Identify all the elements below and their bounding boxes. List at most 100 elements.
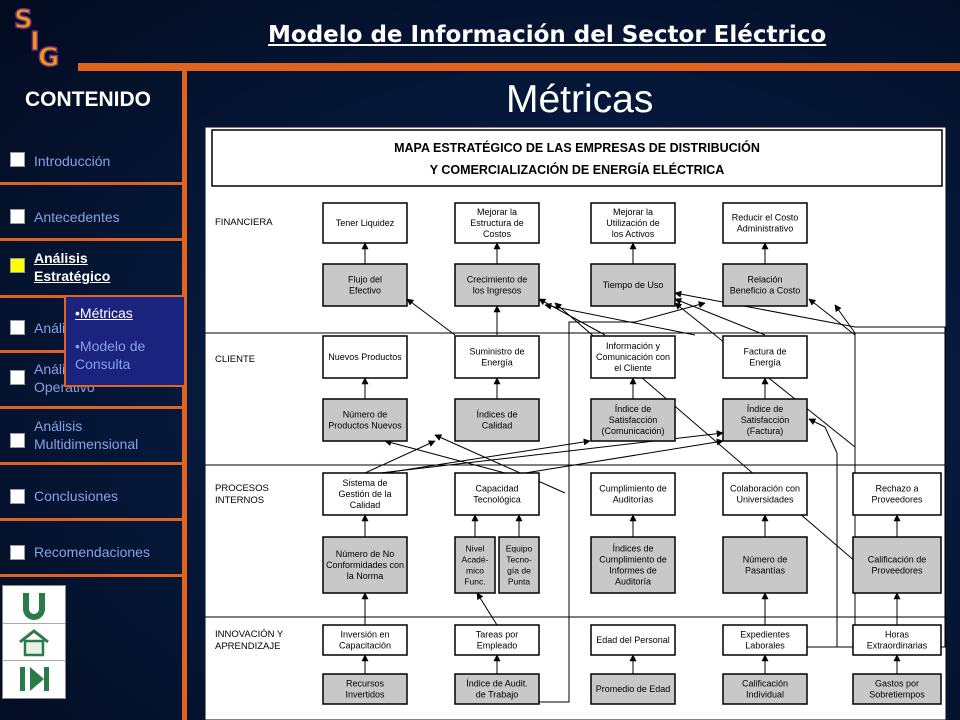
sidebar-divider: [182, 71, 187, 720]
box-rect: [722, 263, 808, 307]
checkbox-icon: [10, 545, 25, 560]
page-title: Métricas: [506, 78, 654, 121]
menu-separator: [0, 518, 182, 521]
diagram-box-indice-audit-trabajo: Índice de Audit.de Trabajo: [454, 673, 540, 705]
logo-letter-i: I: [30, 27, 40, 57]
box-rect: [322, 398, 408, 442]
sidebar-item-recomendaciones[interactable]: Recomendaciones: [0, 521, 182, 577]
diagram-box-promedio-edad: Promedio de Edad: [590, 673, 676, 705]
connector-route: [539, 301, 706, 703]
box-rect: [722, 335, 808, 379]
box-label: Tener Liquidez: [336, 218, 395, 228]
box-rect: [322, 624, 408, 656]
submenu-popup: •Métricas •Modelo de Consulta: [64, 295, 186, 387]
menu-separator: [0, 406, 182, 409]
back-button[interactable]: [3, 586, 65, 624]
box-rect: [322, 263, 408, 307]
header-rule: [78, 63, 960, 71]
box-rect: [722, 398, 808, 442]
sidebar-heading: CONTENIDO: [25, 88, 151, 111]
connector-arrow: [384, 439, 506, 474]
submenu-item-modelo-consulta[interactable]: •Modelo de Consulta: [75, 338, 146, 372]
connector-arrow: [434, 434, 566, 494]
end-icon: [20, 666, 49, 691]
perspective-financiera: FINANCIERA: [215, 217, 273, 228]
box-rect: [498, 536, 540, 594]
menu-separator: [0, 182, 182, 185]
sidebar-item-label: Conclusiones: [34, 488, 119, 504]
sidebar-item-analisis-multidimensional[interactable]: Análisis Multidimensional: [0, 409, 182, 465]
home-button[interactable]: [3, 623, 65, 661]
perspective-cliente: CLIENTE: [215, 354, 255, 365]
checkbox-icon: [10, 433, 25, 448]
box-rect: [590, 536, 676, 594]
box-rect: [722, 202, 808, 244]
sidebar-item-analisis-estrategico[interactable]: Análisis Estratégico: [0, 241, 182, 298]
box-label: Promedio de Edad: [596, 684, 671, 694]
menu-separator: [0, 574, 182, 577]
checkbox-icon: [10, 152, 25, 167]
sidebar-item-antecedentes[interactable]: Antecedentes: [0, 185, 182, 241]
box-rect: [454, 202, 540, 244]
sig-logo: S I G: [13, 4, 60, 70]
checkbox-icon: [10, 370, 25, 385]
box-rect: [590, 472, 676, 516]
box-rect: [454, 472, 540, 516]
sidebar-item-introduccion[interactable]: Introducción: [0, 128, 182, 185]
box-label: Tiempo de Uso: [603, 280, 664, 290]
box-rect: [322, 202, 408, 244]
connector-arrow: [406, 298, 456, 336]
box-rect: [852, 472, 942, 516]
box-rect: [722, 673, 808, 705]
sidebar-item-conclusiones[interactable]: Conclusiones: [0, 465, 182, 521]
box-rect: [590, 263, 676, 307]
strategy-map-diagram: MAPA ESTRATÉGICO DE LAS EMPRESAS DE DIST…: [205, 127, 946, 720]
end-button[interactable]: [3, 660, 65, 697]
diagram-box-edad-personal: Edad del Personal: [590, 624, 676, 656]
sidebar-item-label: Recomendaciones: [34, 544, 150, 560]
box-label: Índice de Audit.de Trabajo: [466, 679, 528, 700]
checkbox-icon: [10, 320, 25, 335]
box-rect: [322, 335, 408, 379]
menu-separator: [0, 462, 182, 465]
submenu-item-metricas[interactable]: •Métricas: [75, 305, 133, 321]
diagram-title-line-2: Y COMERCIALIZACIÓN DE ENERGÍA ELÉCTRICA: [430, 162, 724, 177]
box-rect: [590, 624, 676, 656]
